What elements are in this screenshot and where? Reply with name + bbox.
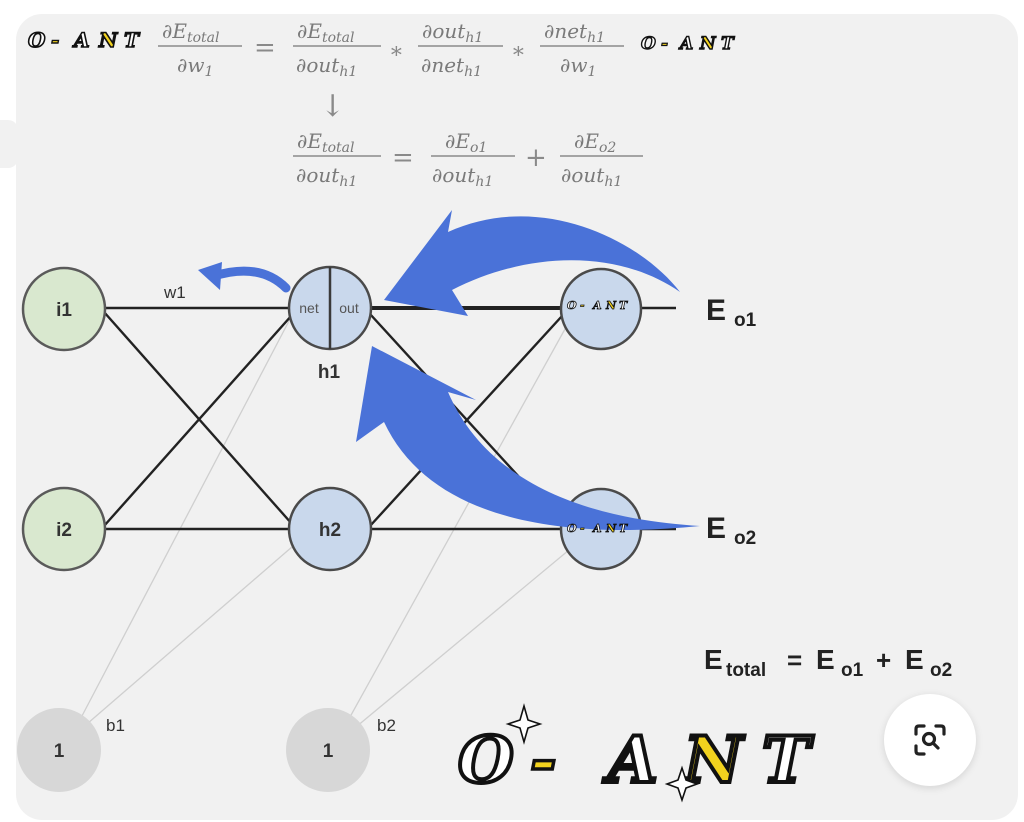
output-node-o1	[559, 267, 643, 351]
eq2-t2-num: ∂Eo2	[574, 129, 616, 156]
eq1-lhs-num: ∂Etotal	[162, 19, 219, 46]
eq1-t3-den: ∂w1	[560, 53, 596, 80]
lens-search-icon	[914, 724, 946, 756]
svg-text:-: -	[580, 522, 585, 535]
eq1-t2-den: ∂neth1	[421, 53, 482, 80]
svg-text:-: -	[530, 723, 557, 798]
svg-text:O: O	[458, 723, 514, 798]
side-tab	[0, 120, 18, 168]
watermark-node-o1: O - A N T	[567, 299, 629, 313]
eq1-t1-num: ∂Etotal	[297, 19, 354, 46]
lens-search-button[interactable]	[884, 694, 976, 786]
backprop-arrow-from-o2	[356, 346, 700, 531]
svg-text:1: 1	[54, 741, 65, 762]
h1-caption: h1	[318, 362, 341, 383]
svg-text:T: T	[721, 34, 735, 54]
svg-text:1: 1	[323, 741, 334, 762]
eq2-plus: +	[525, 143, 547, 173]
svg-text:O: O	[641, 34, 656, 54]
backprop-arrow-from-o1	[384, 210, 680, 316]
watermark-large: O - A N T	[456, 721, 816, 800]
svg-text:A: A	[603, 723, 658, 798]
svg-text:o2: o2	[734, 528, 756, 549]
bias-label-b2: b2	[377, 716, 396, 735]
eq2-t1-num: ∂Eo1	[445, 129, 487, 156]
error-label-o1: E o1	[706, 294, 757, 331]
svg-text:-: -	[661, 34, 668, 54]
eq1-equals: =	[254, 33, 276, 63]
svg-text:i2: i2	[56, 520, 72, 541]
svg-text:E: E	[816, 644, 835, 675]
svg-text:E: E	[706, 294, 726, 327]
svg-text:A: A	[72, 28, 90, 52]
error-label-o2: E o2	[706, 512, 756, 549]
eq1-lhs-den: ∂w1	[177, 53, 213, 80]
eq1-t2-num: ∂outh1	[422, 19, 483, 46]
eq2-t2-den: ∂outh1	[561, 163, 622, 190]
h1-out-label: out	[339, 300, 359, 316]
svg-text:E: E	[706, 512, 726, 545]
eq2-lhs-num: ∂Etotal	[297, 129, 354, 156]
eq1-t1-den: ∂outh1	[296, 53, 357, 80]
svg-text:T: T	[124, 28, 141, 52]
equation-line-1: ∂Etotal ∂w1 = ∂Etotal ∂outh1 ∗ ∂outh1 ∂n…	[158, 19, 624, 80]
sparkle-icon	[505, 703, 700, 803]
svg-text:E: E	[905, 644, 924, 675]
svg-text:O: O	[28, 28, 46, 52]
eq2-t1-den: ∂outh1	[432, 163, 493, 190]
input-node-i2: i2	[21, 486, 107, 572]
watermark-small-top-right: O - A N T	[640, 33, 735, 54]
hidden-node-h2: h2	[287, 486, 373, 572]
backprop-arrow-small	[198, 262, 291, 293]
weight-label-w1: w1	[163, 283, 186, 302]
svg-text:T: T	[762, 723, 814, 798]
eq2-lhs-den: ∂outh1	[296, 163, 357, 190]
svg-text:N: N	[605, 522, 617, 535]
svg-text:N: N	[699, 34, 717, 54]
svg-text:T: T	[619, 299, 628, 312]
h1-net-label: net	[299, 300, 319, 316]
watermark-node-o2: O - A N T	[567, 522, 629, 536]
bias-node-b1: 1	[17, 708, 101, 792]
watermark-small-top-left: O - A N T	[27, 27, 142, 53]
svg-text:o2: o2	[930, 660, 952, 681]
eq1-t3-num: ∂neth1	[544, 19, 605, 46]
svg-text:o1: o1	[841, 660, 864, 681]
svg-text:N: N	[98, 28, 118, 52]
bias-connections	[71, 299, 576, 736]
svg-text:=: =	[787, 645, 802, 675]
svg-text:A: A	[592, 522, 602, 535]
svg-text:-: -	[580, 299, 585, 312]
svg-text:A: A	[678, 34, 693, 54]
equation-down-arrow: ↓	[320, 89, 345, 124]
hidden-node-h1: net out	[287, 265, 373, 351]
svg-text:h2: h2	[319, 520, 341, 541]
svg-text:o1: o1	[734, 310, 757, 331]
equation-line-2: ∂Etotal ∂outh1 = ∂Eo1 ∂outh1 + ∂Eo2 ∂out…	[293, 129, 643, 190]
eq1-times-2: ∗	[511, 39, 526, 64]
svg-text:+: +	[876, 645, 891, 675]
svg-text:O: O	[567, 299, 577, 312]
eq1-times-1: ∗	[389, 39, 404, 64]
bias-label-b1: b1	[106, 716, 125, 735]
svg-text:N: N	[605, 299, 617, 312]
svg-text:-: -	[51, 28, 59, 52]
svg-text:O: O	[567, 522, 577, 535]
svg-text:i1: i1	[56, 300, 72, 321]
eq2-equals: =	[392, 143, 414, 173]
total-error-formula: E total = E o1 + E o2	[704, 644, 952, 681]
input-node-i1: i1	[21, 266, 107, 352]
svg-text:total: total	[726, 660, 766, 681]
svg-text:E: E	[704, 644, 723, 675]
svg-text:A: A	[592, 299, 602, 312]
bias-node-b2: 1	[286, 708, 370, 792]
svg-text:T: T	[619, 522, 628, 535]
content-card	[16, 14, 1018, 820]
